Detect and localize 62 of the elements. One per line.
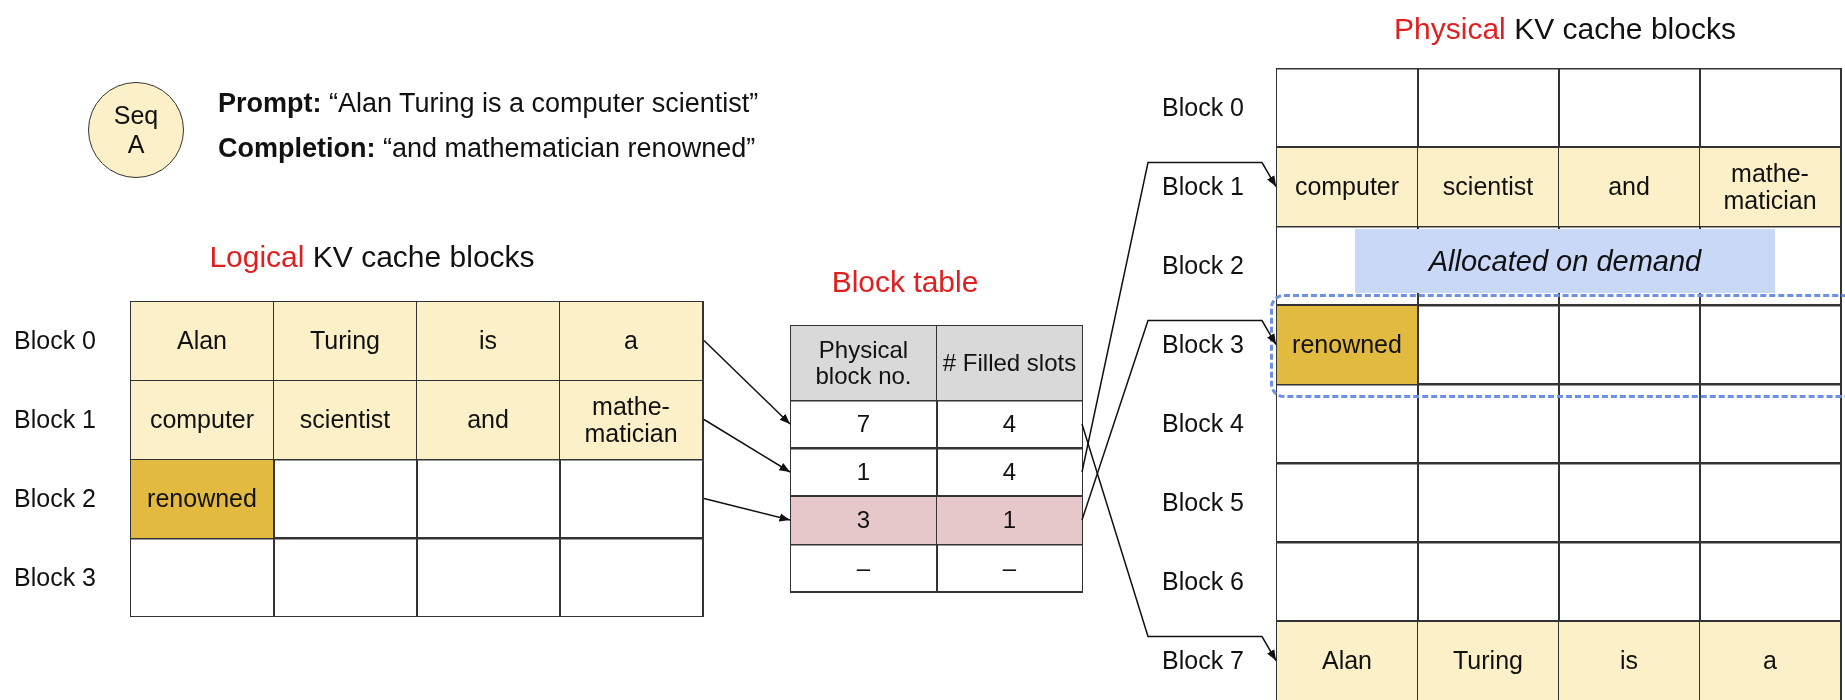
table-cell-text: – [936,544,1083,593]
arrow [703,418,791,473]
arrow [703,339,791,425]
table-cell-text: 3 [790,496,937,545]
cache-block-row [1276,147,1842,226]
table-title: Physical KV cache blocks [1394,12,1736,46]
token-cell: renowned [1276,305,1418,385]
cache-block-row [130,459,704,538]
token-cell: a [1699,621,1841,700]
token-cell: Turing [1417,621,1559,700]
token-cell: a [559,301,703,381]
cache-block-row [1276,621,1842,700]
table-cell-text: Physical block no. [790,325,937,401]
arrow [1081,161,1277,473]
prompt-text: Prompt: “Alan Turing is a computer scientist” [218,88,759,119]
table-row [790,448,1082,496]
token-cell: scientist [1417,147,1559,227]
cache-block-row [130,301,704,380]
token-cell: mathe- matician [559,380,703,460]
block-label: Block 3 [14,562,96,592]
block-label: Block 4 [1162,408,1244,438]
arrow [1081,423,1277,662]
token-cell: is [1558,621,1700,700]
cache-block-row [130,380,704,459]
block-label: Block 2 [14,483,96,513]
block-label: Block 7 [1162,645,1244,675]
block-label: Block 1 [1162,171,1244,201]
token-cell: and [416,380,560,460]
cache-block-row [130,538,704,617]
table-row [790,496,1082,544]
table-row [790,325,1082,400]
cache-block-row [1276,68,1842,147]
table-title: Block table [831,265,979,299]
block-label: Block 6 [1162,566,1244,596]
token-cell: Alan [130,301,274,381]
block-label: Block 2 [1162,250,1244,280]
token-cell: and [1558,147,1700,227]
table-cell-text: # Filled slots [936,325,1083,401]
cache-block-row [1276,305,1842,384]
token-cell: computer [130,380,274,460]
table-row [790,400,1082,448]
token-cell: scientist [273,380,417,460]
cache-block-row [1276,384,1842,463]
block-label: Block 3 [1162,329,1244,359]
block-label: Block 5 [1162,487,1244,517]
block-label: Block 1 [14,404,96,434]
token-cell: mathe- matician [1699,147,1841,227]
prompt-text: Completion: “and mathematician renowned” [218,133,756,164]
table-cell-text: 1 [936,496,1083,545]
table-row [790,544,1082,592]
token-cell: is [416,301,560,381]
table-title: Logical KV cache blocks [209,240,535,274]
block-label: Block 0 [14,325,96,355]
token-cell: Alan [1276,621,1418,700]
token-cell: computer [1276,147,1418,227]
sequence-circle: Seq A [88,82,184,178]
block-label: Block 0 [1162,92,1244,122]
token-cell: Turing [273,301,417,381]
arrow [703,497,791,522]
cache-block-row [1276,463,1842,542]
token-cell: renowned [130,459,274,539]
cache-block-row [1276,542,1842,621]
